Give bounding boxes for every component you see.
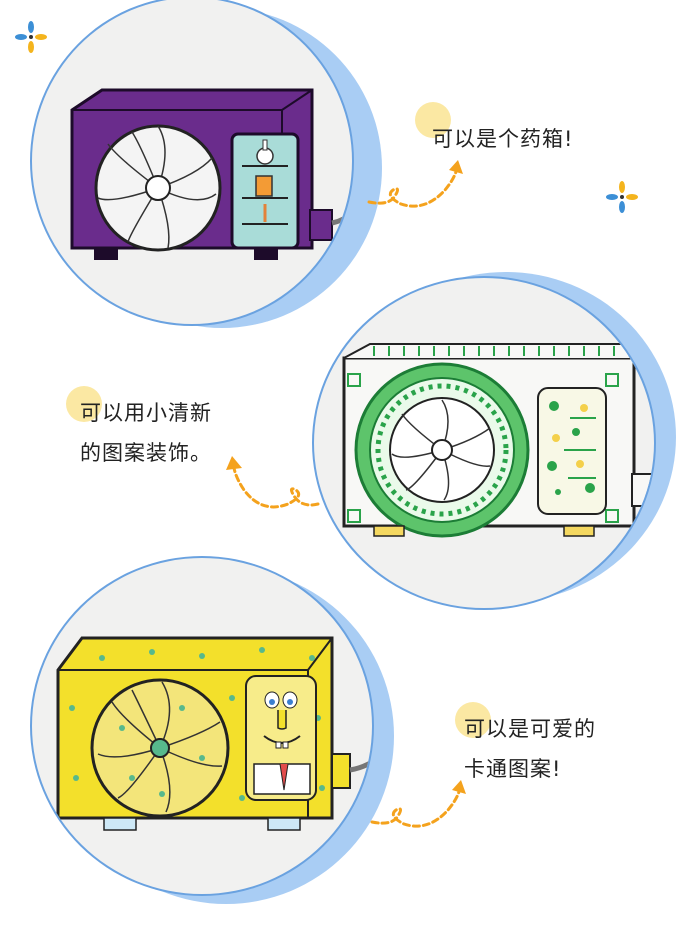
green-ac-unit-drawing <box>342 343 653 538</box>
yellow-ac-unit-drawing <box>56 636 372 831</box>
squiggle-arrow-icon <box>367 160 463 208</box>
fan-icon <box>94 124 222 252</box>
squiggle-arrow-icon <box>226 456 320 509</box>
caption-highlight <box>455 702 491 738</box>
caption-highlight <box>415 102 451 138</box>
purple-ac-unit-drawing <box>70 88 352 260</box>
sparkle-icon <box>606 181 638 213</box>
illustration-circle-2 <box>312 276 656 610</box>
cartoon-face-icon <box>253 691 311 795</box>
illustration-circle-1 <box>30 0 354 326</box>
squiggle-arrow-icon <box>370 780 466 828</box>
caption-third-line2: 卡通图案! <box>464 757 562 781</box>
caption-second-line2: 的图案装饰。 <box>80 441 212 465</box>
flower-icon <box>547 401 595 495</box>
caption-highlight <box>66 386 102 422</box>
flask-icon <box>256 139 274 165</box>
fan-icon <box>90 678 230 818</box>
caption-second-line1: 可以用小清新 <box>80 401 212 425</box>
caption-first: 可以是个药箱! <box>432 127 574 151</box>
caption-third-line1: 可以是可爱的 <box>464 717 596 741</box>
illustration-circle-3 <box>30 556 374 896</box>
fan-icon <box>354 362 530 538</box>
sparkle-icon <box>15 21 47 53</box>
